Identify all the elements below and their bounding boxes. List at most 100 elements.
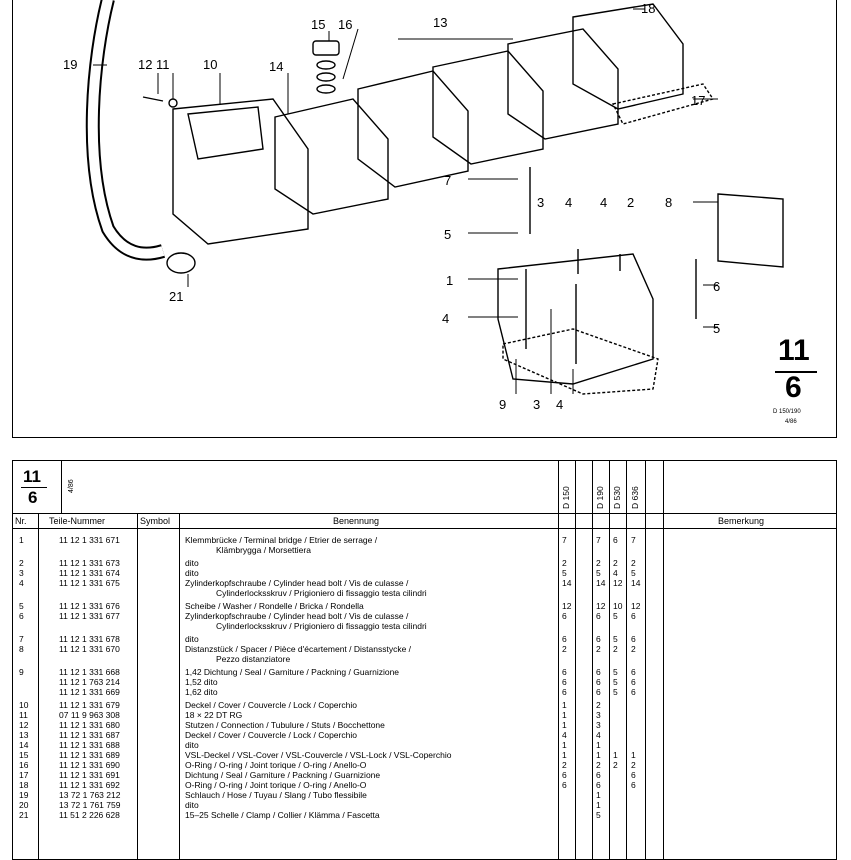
callout-13: 13: [433, 15, 448, 30]
row-qty-d190: 12: [596, 601, 606, 611]
cover-14: [274, 98, 389, 215]
row-description-cont: Cylinderlocksskruv / Prigioniero di fiss…: [216, 588, 427, 598]
row-number: 1: [19, 535, 24, 545]
row-qty-d530: 6: [613, 535, 618, 545]
bolt-12: [142, 96, 164, 102]
row-qty-d150: 5: [562, 568, 567, 578]
callout-19: 19: [63, 57, 78, 72]
row-number: 13: [19, 730, 29, 740]
callout-4d: 4: [556, 397, 564, 412]
row-qty-d190: 1: [596, 750, 601, 760]
row-number: 5: [19, 601, 24, 611]
row-qty-d150: 14: [562, 578, 572, 588]
row-qty-d636: 2: [631, 760, 636, 770]
callout-18: 18: [641, 1, 656, 16]
row-description-cont: Pezzo distanziatore: [216, 654, 291, 664]
row-description: 18 × 22 DT RG: [185, 710, 243, 720]
row-description: Dichtung / Seal / Garniture / Packning /…: [185, 770, 381, 780]
row-part-number: 11 12 1 331 691: [59, 770, 120, 780]
row-qty-d636: 2: [631, 644, 636, 654]
parts-table: 11 6 4/86 Nr. Teile-Nummer Symbol Benenn…: [12, 460, 837, 860]
row-number: 8: [19, 644, 24, 654]
row-qty-d636: 6: [631, 780, 636, 790]
row-part-number: 11 12 1 331 673: [59, 558, 120, 568]
row-qty-d190: 2: [596, 558, 601, 568]
row-qty-d636: 12: [631, 601, 641, 611]
row-qty-d636: 14: [631, 578, 641, 588]
row-qty-d530: 2: [613, 644, 618, 654]
callout-3: 3: [537, 195, 545, 210]
row-part-number: 13 72 1 763 212: [59, 790, 121, 800]
corner-date: 4/86: [68, 479, 75, 493]
row-description: Distanzstück / Spacer / Pièce d'écarteme…: [185, 644, 412, 654]
page-number-top: 11: [778, 334, 810, 367]
row-description: dito: [185, 740, 199, 750]
header-nr: Nr.: [15, 516, 27, 526]
row-qty-d530: 5: [613, 667, 618, 677]
row-qty-d190: 2: [596, 760, 601, 770]
cover-13a: [357, 70, 469, 188]
row-qty-d530: 2: [613, 760, 618, 770]
row-part-number: 11 12 1 331 670: [59, 644, 120, 654]
row-number: 2: [19, 558, 24, 568]
row-qty-d150: 1: [562, 720, 567, 730]
row-qty-d190: 14: [596, 578, 606, 588]
row-qty-d190: 6: [596, 634, 601, 644]
row-part-number: 11 12 1 331 689: [59, 750, 120, 760]
row-qty-d530: 5: [613, 677, 618, 687]
corner-bottom: 6: [28, 488, 38, 507]
callout-14: 14: [269, 59, 284, 74]
row-part-number: 11 12 1 331 692: [59, 780, 120, 790]
engine-cover-illustration: [85, 0, 784, 395]
callout-9: 9: [499, 397, 507, 412]
row-number: 9: [19, 667, 24, 677]
callout-4b: 4: [600, 195, 608, 210]
row-number: 12: [19, 720, 29, 730]
row-description: Klemmbrücke / Terminal bridge / Etrier d…: [185, 535, 378, 545]
row-qty-d150: 6: [562, 770, 567, 780]
row-number: 4: [19, 578, 24, 588]
row-description: Deckel / Cover / Couvercle / Lock / Cope…: [185, 730, 357, 740]
row-number: 15: [19, 750, 29, 760]
callout-10: 10: [203, 57, 218, 72]
row-part-number: 07 11 9 963 308: [59, 710, 120, 720]
row-description: O-Ring / O-ring / Joint torique / O-ring…: [185, 780, 367, 790]
callout-7: 7: [444, 173, 452, 188]
row-qty-d150: 2: [562, 760, 567, 770]
clamp-21: [166, 252, 196, 274]
row-qty-d530: 2: [613, 558, 618, 568]
row-qty-d150: 1: [562, 750, 567, 760]
cover-13d: [572, 3, 684, 110]
row-description: dito: [185, 634, 199, 644]
row-number: 7: [19, 634, 24, 644]
row-qty-d150: 6: [562, 687, 567, 697]
row-qty-d150: 2: [562, 558, 567, 568]
row-qty-d150: 1: [562, 740, 567, 750]
row-part-number: 11 12 1 331 668: [59, 667, 120, 677]
header-model-d530: D 530: [612, 486, 622, 509]
row-description: 1,42 Dichtung / Seal / Garniture / Packn…: [185, 667, 400, 677]
head-gasket-9: [502, 328, 659, 395]
row-qty-d636: 6: [631, 634, 636, 644]
row-description: Zylinderkopfschraube / Cylinder head bol…: [185, 578, 409, 588]
row-qty-d636: 1: [631, 750, 636, 760]
row-description: dito: [185, 800, 199, 810]
row-qty-d190: 1: [596, 740, 601, 750]
header-remarks: Bemerkung: [718, 516, 765, 526]
row-number: 3: [19, 568, 24, 578]
vsl-cap-15: [312, 40, 340, 56]
row-qty-d530: 1: [613, 750, 618, 760]
callout-5b: 5: [713, 321, 721, 336]
row-description: O-Ring / O-ring / Joint torique / O-ring…: [185, 760, 367, 770]
row-part-number: 11 12 1 331 688: [59, 740, 120, 750]
page-number-bottom: 6: [785, 371, 802, 404]
row-description: dito: [185, 558, 199, 568]
page-number-rule: [775, 371, 817, 373]
row-qty-d190: 6: [596, 677, 601, 687]
callout-4c: 4: [442, 311, 450, 326]
row-description: Stutzen / Connection / Tubulure / Stuts …: [185, 720, 385, 730]
row-qty-d636: 2: [631, 558, 636, 568]
row-qty-d530: 10: [613, 601, 623, 611]
cover-13c: [507, 28, 619, 140]
row-part-number: 11 12 1 331 669: [59, 687, 120, 697]
